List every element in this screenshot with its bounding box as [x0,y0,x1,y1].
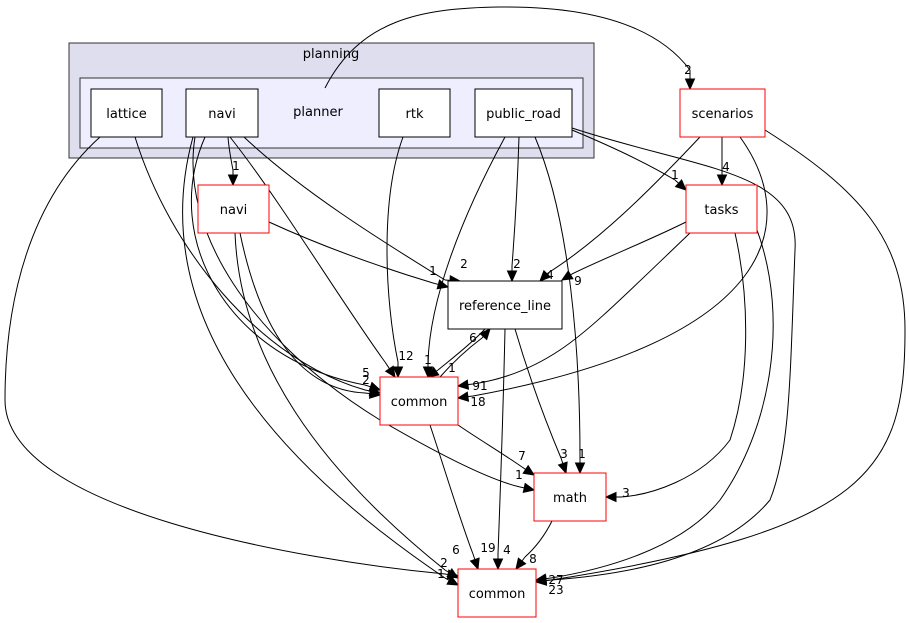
edge-label: 2 [513,257,521,271]
edge-tasks-reference_line [560,221,687,281]
edge-label: 1 [671,168,679,182]
node-label-reference_line: reference_line [459,299,551,314]
edge-public_road-common [422,136,506,379]
node-common_mid[interactable]: common [379,376,459,426]
node-reference_line[interactable]: reference_line [447,280,563,330]
edge-label: 1 [437,567,445,581]
cluster-label-planning: planning [303,47,359,62]
edge-common-reference_line [439,328,491,378]
node-common_bottom[interactable]: common [457,568,537,618]
edge-public_road-math [534,136,586,475]
edge-scenarios-tasks [716,137,728,187]
edge-scenarios-common [456,136,768,402]
node-label-common_bottom: common [469,587,526,602]
node-tasks[interactable]: tasks [685,184,758,234]
node-label-public_road: public_road [486,107,561,122]
edge-label: 2 [440,556,448,570]
edge-label: 4 [546,268,554,282]
edge-label: 6 [452,543,460,557]
edge-planner-scenarios [324,6,696,91]
edge-navi_ext-reference_line [268,221,450,290]
edge-common-common_bottom [429,424,480,571]
edge-label: 27 [548,573,563,587]
edge-label: 18 [470,395,485,409]
edge-label: 2 [362,373,370,387]
node-scenarios[interactable]: scenarios [679,88,766,138]
edge-label: 6 [469,331,477,345]
edge-navi-common [229,136,396,379]
edge-label: 7 [518,449,526,463]
edge-label: 1 [232,159,240,173]
edge-tasks-common_bottom [534,229,774,584]
edge-label: 5 [362,366,370,380]
edge-label: 1 [515,468,523,482]
edge-label: 3 [622,486,630,500]
edge-label: 9 [574,274,582,288]
node-label-tasks: tasks [704,203,738,218]
node-label-lattice: lattice [106,107,147,122]
edge-label: 19 [480,541,495,555]
edge-scenarios-reference_line [539,136,701,282]
edge-label: 12 [398,349,413,363]
edge-label: 1 [578,447,586,461]
edge-lattice-common [134,136,382,397]
node-navi_ext[interactable]: navi [197,184,270,234]
node-label-math: math [553,491,587,506]
edge-public_road-tasks [571,129,687,191]
edge-public_road-reference_line [506,136,520,283]
edge-label: 23 [548,583,563,597]
edge-label: 4 [503,543,511,557]
edge-navi_ext-common_bottom [234,232,460,579]
node-navi_dir[interactable]: navi [185,88,259,138]
edge-navi-navi [227,136,239,187]
edge-common-math [457,424,536,476]
node-lattice[interactable]: lattice [90,88,163,138]
edge-tasks-math [604,232,747,503]
edge-label: 2 [460,257,468,271]
edge-label: 1 [448,361,456,375]
edge-label: 91 [472,379,487,393]
edge-label: 1 [429,264,437,278]
node-label-rtk: rtk [406,107,424,122]
edge-navi-common_bottom [182,136,460,586]
node-rtk[interactable]: rtk [378,88,451,138]
edge-math-common_bottom [515,520,553,570]
edge-navi_ext-common [239,232,382,399]
node-label-navi_dir: navi [208,107,236,122]
edge-label: 2 [684,63,692,77]
cluster-label-planner: planner [293,105,343,120]
node-math[interactable]: math [533,472,607,522]
edge-reference_line-common_bottom [492,328,506,571]
node-label-scenarios: scenarios [692,107,754,122]
edge-reference_line-math [514,328,568,475]
edge-label: 8 [529,552,537,566]
node-public_road[interactable]: public_road [474,88,573,138]
node-label-navi_ext: navi [220,203,248,218]
node-label-common_mid: common [391,395,448,410]
edge-label: 4 [722,160,730,174]
edge-label: 3 [560,447,568,461]
edge-rtk-common [386,136,404,379]
edge-label: 1 [424,353,432,367]
edge-navi-reference_line [243,136,462,286]
